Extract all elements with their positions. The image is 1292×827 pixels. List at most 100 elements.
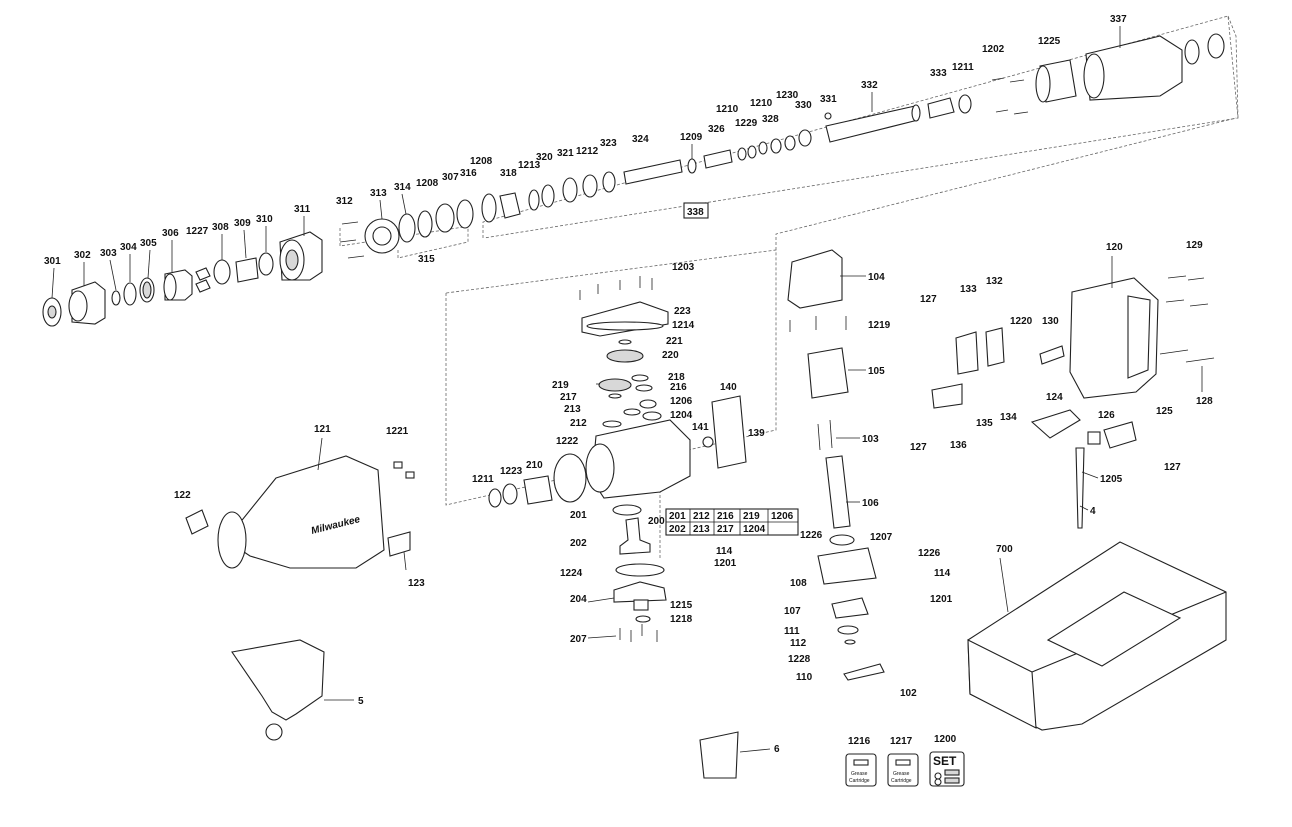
callout-1200: 1200: [934, 734, 957, 745]
callout-700: 700: [996, 544, 1013, 555]
callout-114a: 114: [716, 546, 733, 557]
callout-216: 216: [670, 382, 687, 393]
cartridge-label-2: Cartridge: [891, 778, 912, 784]
callout-1219: 1219: [868, 320, 891, 331]
callout-1209: 1209: [680, 132, 703, 143]
callout-1221: 1221: [386, 426, 409, 437]
cartridge-label-1: Cartridge: [849, 778, 870, 784]
callout-1206: 1206: [670, 396, 693, 407]
callout-1212: 1212: [576, 146, 599, 157]
callout-labels: 301 302 303 304 305 306 1227 308 309 310…: [44, 14, 1213, 755]
callout-200: 200: [648, 516, 665, 527]
callout-123: 123: [408, 578, 425, 589]
callout-326: 326: [708, 124, 725, 135]
callout-337: 337: [1110, 14, 1127, 25]
callout-127b: 127: [910, 442, 927, 453]
callout-1222: 1222: [556, 436, 579, 447]
callout-204: 204: [570, 594, 587, 605]
callout-111: 111: [784, 626, 800, 637]
callout-1202: 1202: [982, 44, 1005, 55]
kit-cell-2-3: 217: [717, 524, 734, 535]
callout-1208b: 1208: [470, 156, 493, 167]
callout-134: 134: [1000, 412, 1017, 423]
callout-140: 140: [720, 382, 737, 393]
callout-310: 310: [256, 214, 273, 225]
callout-4: 4: [1090, 506, 1096, 517]
gear-housing-assembly: [488, 276, 747, 642]
callout-303: 303: [100, 248, 117, 259]
callout-6: 6: [774, 744, 780, 755]
callout-1210b: 1210: [750, 98, 773, 109]
callout-1205: 1205: [1100, 474, 1123, 485]
kit-cell-2-2: 213: [693, 524, 710, 535]
kit-cell-2-4: 1204: [743, 524, 766, 535]
callout-1218: 1218: [670, 614, 693, 625]
callout-1224: 1224: [560, 568, 583, 579]
callout-218: 218: [668, 372, 685, 383]
callout-338: 338: [687, 207, 704, 218]
callout-1227: 1227: [186, 226, 209, 237]
callout-201: 201: [570, 510, 587, 521]
callout-1216: 1216: [848, 736, 871, 747]
callout-1208a: 1208: [416, 178, 439, 189]
callout-1220: 1220: [1010, 316, 1033, 327]
grease-label-1: Grease: [851, 771, 868, 777]
callout-127a: 127: [920, 294, 937, 305]
callout-1201a: 1201: [714, 558, 737, 569]
accessory-icons: Grease Cartridge Grease Cartridge SET: [845, 751, 965, 787]
callout-135: 135: [976, 418, 993, 429]
callout-202: 202: [570, 538, 587, 549]
callout-221: 221: [666, 336, 683, 347]
callout-1215: 1215: [670, 600, 693, 611]
callout-121: 121: [314, 424, 331, 435]
callout-217: 217: [560, 392, 577, 403]
callout-103: 103: [862, 434, 879, 445]
callout-102: 102: [900, 688, 917, 699]
callout-124: 124: [1046, 392, 1063, 403]
grease-label-2: Grease: [893, 771, 910, 777]
callout-1223: 1223: [500, 466, 523, 477]
callout-1226a: 1226: [800, 530, 823, 541]
callout-309: 309: [234, 218, 251, 229]
callout-126: 126: [1098, 410, 1115, 421]
callout-207: 207: [570, 634, 587, 645]
kit-cell-1-2: 212: [693, 511, 710, 522]
callout-1214: 1214: [672, 320, 695, 331]
callout-1217: 1217: [890, 736, 913, 747]
leader-lines: [51, 26, 1203, 753]
callout-213: 213: [564, 404, 581, 415]
callout-105: 105: [868, 366, 885, 377]
kit-cell-2-1: 202: [669, 524, 686, 535]
callout-107: 107: [784, 606, 801, 617]
kit-cell-1-3: 216: [717, 511, 734, 522]
callout-136: 136: [950, 440, 967, 451]
callout-1210a: 1210: [716, 104, 739, 115]
callout-132: 132: [986, 276, 1003, 287]
callout-104: 104: [868, 272, 885, 283]
callout-1226b: 1226: [918, 548, 941, 559]
callout-133: 133: [960, 284, 977, 295]
callout-304: 304: [120, 242, 137, 253]
callout-114b: 114: [934, 568, 951, 579]
callout-311: 311: [294, 204, 311, 215]
callout-338-box: [683, 202, 709, 219]
handle-assembly: [931, 275, 1215, 529]
set-badge-label: SET: [933, 754, 957, 768]
carry-case: [967, 541, 1227, 731]
callout-1228: 1228: [788, 654, 811, 665]
callout-1207: 1207: [870, 532, 893, 543]
callout-301: 301: [44, 256, 61, 267]
callout-1211a: 1211: [952, 62, 974, 73]
callout-1229: 1229: [735, 118, 758, 129]
callout-305: 305: [140, 238, 157, 249]
callout-1211b: 1211: [472, 474, 494, 485]
callout-324: 324: [632, 134, 649, 145]
callout-110: 110: [796, 672, 813, 683]
callout-308: 308: [212, 222, 229, 233]
callout-220: 220: [662, 350, 679, 361]
callout-122: 122: [174, 490, 191, 501]
callout-210: 210: [526, 460, 543, 471]
callout-1203: 1203: [672, 262, 695, 273]
callout-1213: 1213: [518, 160, 541, 171]
